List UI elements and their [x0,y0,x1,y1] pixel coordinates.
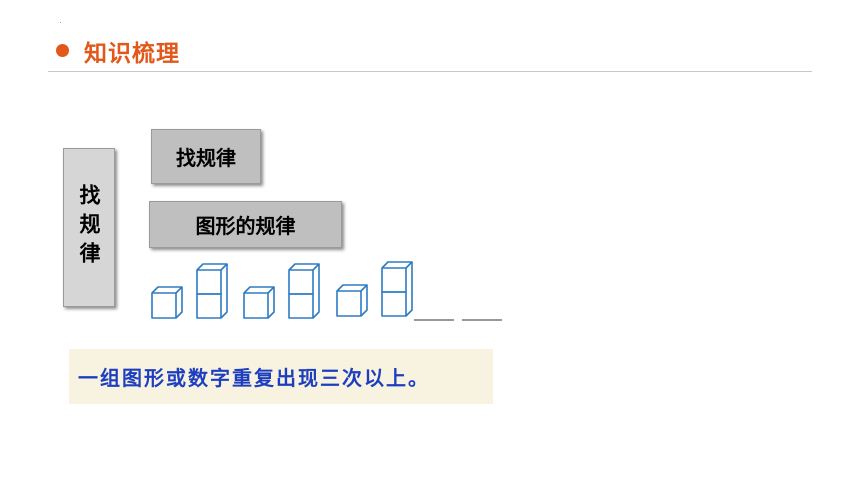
rule-description: 一组图形或数字重复出现三次以上。 [69,349,493,404]
header-divider [48,71,812,72]
double-cube-2 [288,263,320,319]
double-cube-1 [196,263,228,319]
single-cube-3 [336,284,368,317]
single-cube-2 [243,286,275,319]
header: 知识梳理 [0,0,860,80]
side-label-box: 找规律 [63,148,115,307]
shape-rule-box: 图形的规律 [149,201,342,248]
page-title: 知识梳理 [84,41,180,67]
decorative-dot [60,22,61,23]
find-rule-box: 找规律 [151,129,261,184]
bullet-icon [56,44,69,57]
single-cube-1 [151,286,183,319]
double-cube-3 [381,261,413,317]
rule-text: 一组图形或数字重复出现三次以上。 [78,366,430,390]
